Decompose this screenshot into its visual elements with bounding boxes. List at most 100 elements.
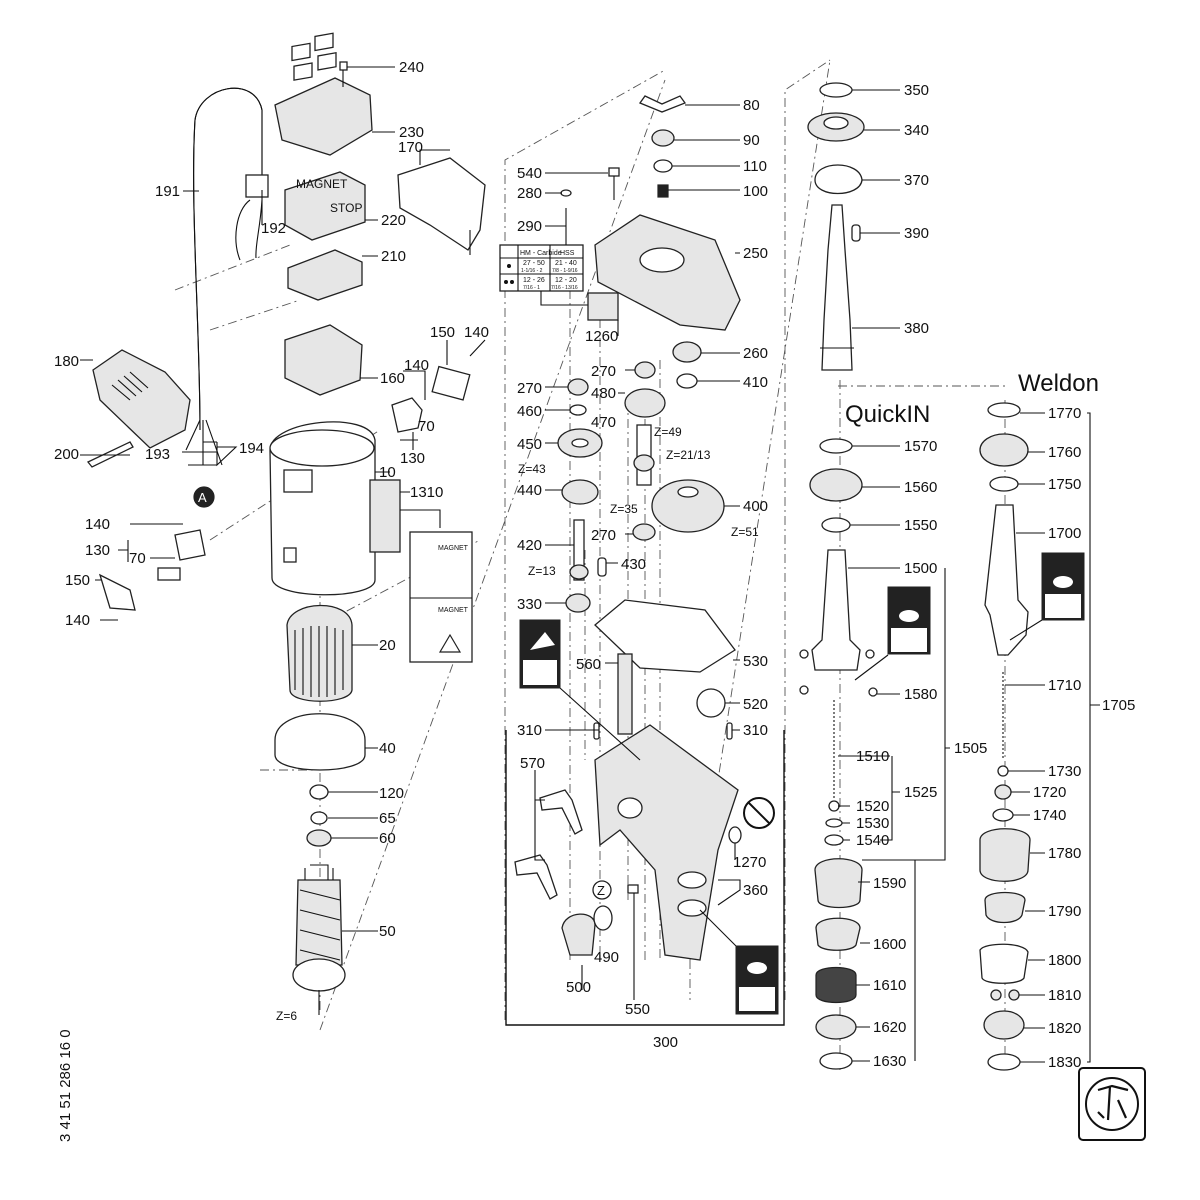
gearbox-group: HM - Carbide HSS 27 - 50 1-1/16 - 2 21 -… <box>499 95 785 1026</box>
label-490: 490 <box>594 949 619 966</box>
label-570: 570 <box>520 755 545 772</box>
label-60: 60 <box>379 830 396 847</box>
label-1740: 1740 <box>1033 807 1066 824</box>
label-193: 193 <box>145 446 170 463</box>
label-160: 160 <box>380 370 405 387</box>
label-500: 500 <box>566 979 591 996</box>
label-1525: 1525 <box>904 784 937 801</box>
z-marker-text: Z <box>597 883 605 898</box>
decal-magnet-bottom: MAGNET <box>438 607 469 614</box>
label-220: 220 <box>381 212 406 229</box>
label-1830: 1830 <box>1048 1054 1081 1071</box>
tooth-labels: Z=49 Z=21/13 Z=43 Z=35 Z=51 Z=13 Z=6 <box>276 425 759 1023</box>
label-1810: 1810 <box>1048 987 1081 1004</box>
label-1310: 1310 <box>410 484 443 501</box>
label-1530: 1530 <box>856 815 889 832</box>
switch-frame <box>397 157 486 251</box>
armature <box>295 879 343 966</box>
table-head-hss: HSS <box>560 250 575 257</box>
label-1750: 1750 <box>1048 476 1081 493</box>
label-1730: 1730 <box>1048 763 1081 780</box>
motor-group: MAGNET STOP A MAGNET MAGNET <box>86 32 486 1015</box>
label-1610: 1610 <box>873 977 906 994</box>
table-r2b-sub: 7/16 - 13/16 <box>551 285 578 291</box>
label-140-left: 140 <box>85 516 110 533</box>
label-1620: 1620 <box>873 1019 906 1036</box>
label-150-top: 150 <box>430 324 455 341</box>
label-390: 390 <box>904 225 929 242</box>
label-310-right: 310 <box>743 722 768 739</box>
label-170: 170 <box>398 139 423 156</box>
label-370: 370 <box>904 172 929 189</box>
label-1510: 1510 <box>856 748 889 765</box>
label-1800: 1800 <box>1048 952 1081 969</box>
tooth-z49: Z=49 <box>654 425 682 439</box>
label-530: 530 <box>743 653 768 670</box>
speed-table: HM - Carbide HSS 27 - 50 1-1/16 - 2 21 -… <box>499 244 584 292</box>
label-1590: 1590 <box>873 875 906 892</box>
label-1780: 1780 <box>1048 845 1081 862</box>
tooth-z13: Z=13 <box>528 564 556 578</box>
switch-panel <box>284 171 366 241</box>
label-1560: 1560 <box>904 479 937 496</box>
label-70-top: 70 <box>418 418 435 435</box>
gasket <box>594 599 736 673</box>
label-440: 440 <box>517 482 542 499</box>
label-460: 460 <box>517 403 542 420</box>
label-520: 520 <box>743 696 768 713</box>
switch-magnet-text: MAGNET <box>296 177 348 191</box>
label-1540: 1540 <box>856 832 889 849</box>
label-70-left: 70 <box>129 550 146 567</box>
label-240: 240 <box>399 59 424 76</box>
label-20: 20 <box>379 637 396 654</box>
label-1520: 1520 <box>856 798 889 815</box>
label-270-left: 270 <box>517 380 542 397</box>
label-80: 80 <box>743 97 760 114</box>
title-weldon: Weldon <box>1018 370 1099 397</box>
label-420: 420 <box>517 537 542 554</box>
label-400: 400 <box>743 498 768 515</box>
label-560: 560 <box>576 656 601 673</box>
label-250: 250 <box>743 245 768 262</box>
label-194: 194 <box>239 440 264 457</box>
label-550: 550 <box>625 1001 650 1018</box>
label-65: 65 <box>379 810 396 827</box>
label-200: 200 <box>54 446 79 463</box>
label-130-top: 130 <box>400 450 425 467</box>
label-450: 450 <box>517 436 542 453</box>
label-1820: 1820 <box>1048 1020 1081 1037</box>
table-r2b: 12 - 20 <box>555 277 577 284</box>
label-1570: 1570 <box>904 438 937 455</box>
gear-cover <box>594 214 741 331</box>
label-270-bottom: 270 <box>591 527 616 544</box>
label-300: 300 <box>653 1034 678 1051</box>
label-1260: 1260 <box>585 328 618 345</box>
label-1770: 1770 <box>1048 405 1081 422</box>
label-90: 90 <box>743 132 760 149</box>
label-1270: 1270 <box>733 854 766 871</box>
label-210: 210 <box>381 248 406 265</box>
label-10: 10 <box>379 464 396 481</box>
title-quickin: QuickIN <box>845 401 930 428</box>
table-r1b-sub: 7/8 - 1-9/16 <box>552 268 578 274</box>
icon-boxes <box>519 552 1085 1015</box>
label-410: 410 <box>743 374 768 391</box>
label-360: 360 <box>743 882 768 899</box>
table-r1a-sub: 1-1/16 - 2 <box>521 268 543 274</box>
label-310-left: 310 <box>517 722 542 739</box>
leader-lines <box>80 66 1100 1063</box>
label-140-bottom: 140 <box>65 612 90 629</box>
label-1505: 1505 <box>954 740 987 757</box>
label-230: 230 <box>399 124 424 141</box>
label-50: 50 <box>379 923 396 940</box>
label-340: 340 <box>904 122 929 139</box>
label-380: 380 <box>904 320 929 337</box>
tooth-z21-13: Z=21/13 <box>666 448 711 462</box>
spindle <box>821 204 853 371</box>
cable-housing <box>92 349 191 449</box>
label-192: 192 <box>261 220 286 237</box>
document-number: 3 41 51 286 16 0 <box>57 1029 74 1142</box>
label-1710: 1710 <box>1048 677 1081 694</box>
table-r1a: 27 - 50 <box>523 260 545 267</box>
label-330: 330 <box>517 596 542 613</box>
